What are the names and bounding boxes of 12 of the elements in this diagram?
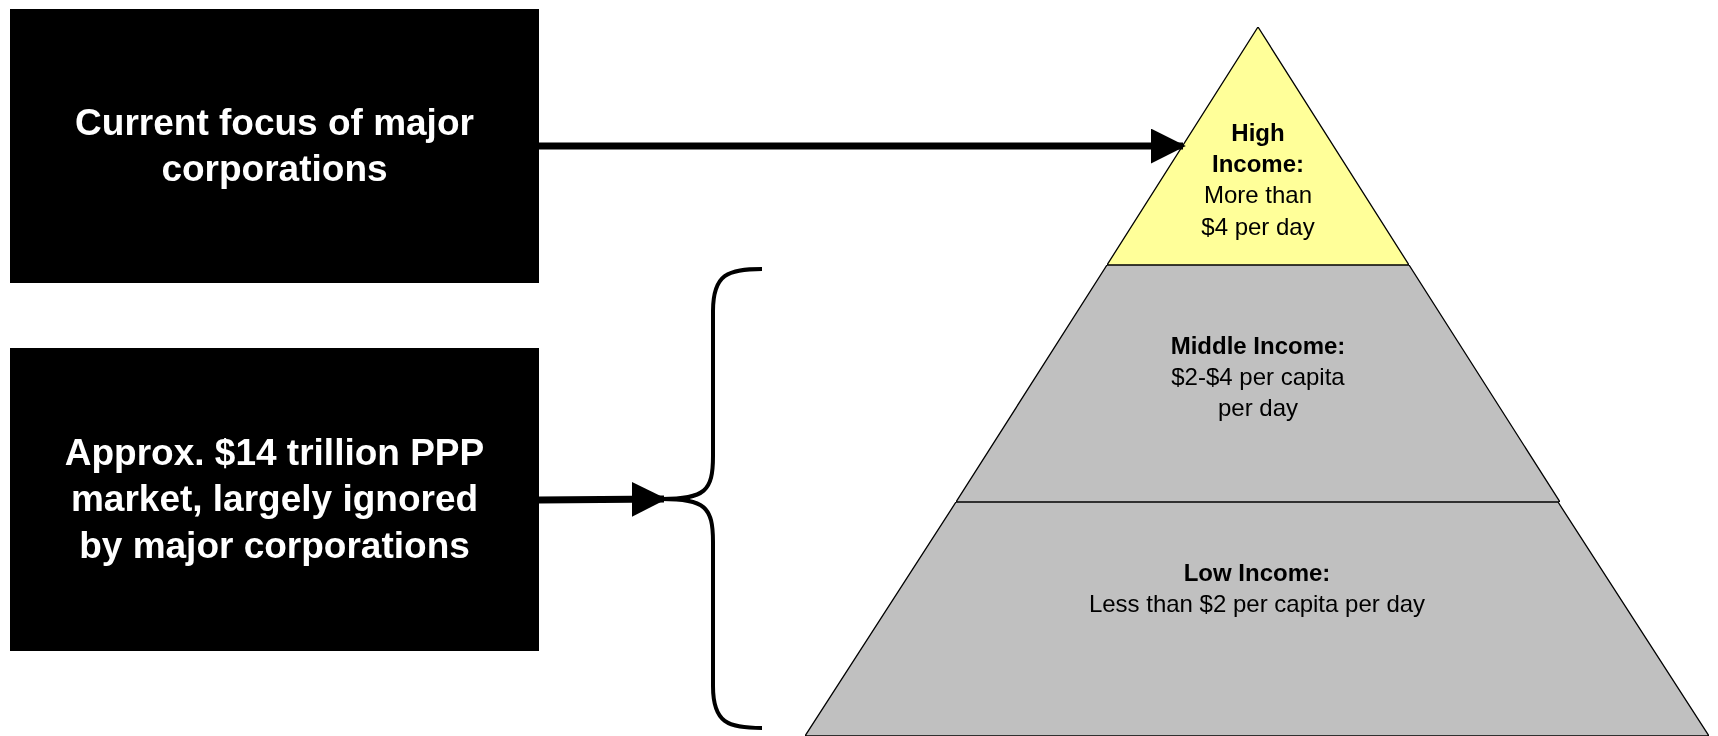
tier-heading: Middle Income:: [1169, 331, 1347, 361]
tier-heading: High Income:: [1211, 118, 1305, 180]
tier-text: $2-$4 per capita per day: [1170, 362, 1346, 424]
label-box: [10, 9, 539, 283]
tier-text: More than $4 per day: [1200, 180, 1316, 242]
arrow: [538, 481, 667, 517]
box-text: Current focus of major corporations: [74, 100, 475, 191]
tier-text: Less than $2 per capita per day: [1087, 589, 1427, 620]
tier-heading: Low Income:: [1182, 558, 1332, 588]
label-box: [10, 348, 539, 651]
arrow: [539, 128, 1186, 164]
box-text: Approx. $14 trillion PPP market, largely ignored by major corporations: [63, 431, 486, 568]
